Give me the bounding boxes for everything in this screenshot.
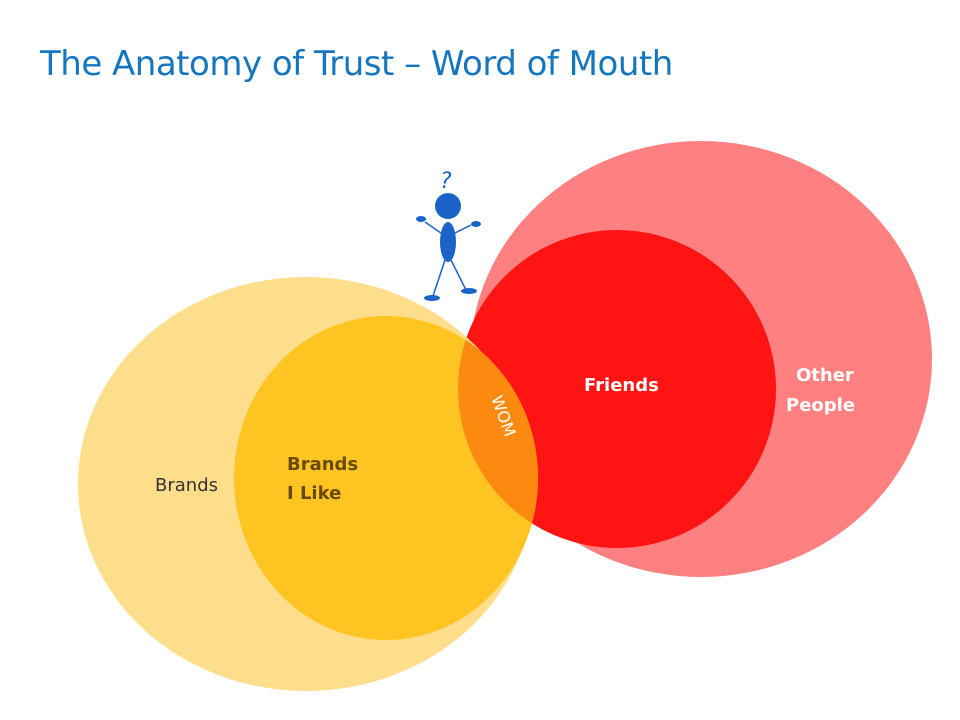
wom-overlap [458, 316, 538, 548]
brands-label: Brands [155, 475, 218, 496]
other-people-label-line2: People [786, 395, 855, 416]
friends-label: Friends [584, 375, 659, 396]
stick-figure-icon: ? [416, 169, 481, 301]
page-title: The Anatomy of Trust – Word of Mouth [40, 44, 673, 84]
question-mark: ? [440, 169, 452, 194]
brands-i-like-label-line2: I Like [287, 483, 341, 504]
other-people-label-line1: Other [796, 365, 854, 386]
brands-i-like-label-line1: Brands [287, 454, 358, 475]
